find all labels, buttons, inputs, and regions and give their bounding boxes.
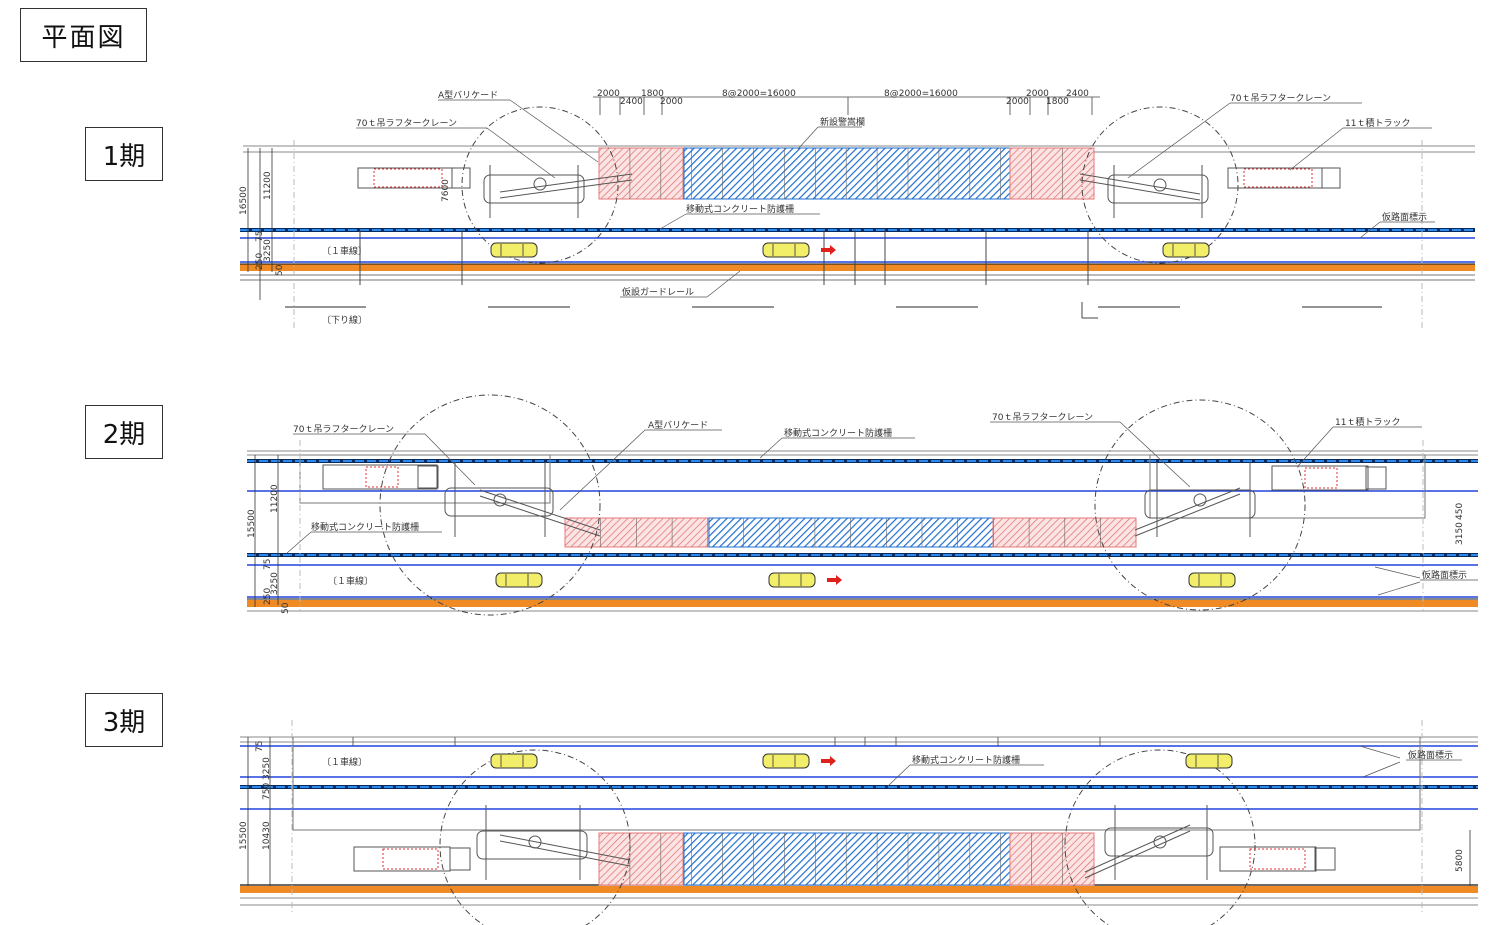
crane-right bbox=[1064, 749, 1256, 925]
phase-3-label: 3期 bbox=[85, 693, 163, 747]
dim-top-right-2: 2000 bbox=[1006, 97, 1029, 107]
new-fence-panels bbox=[683, 147, 1011, 200]
dim-offset-b: 250 bbox=[263, 588, 273, 605]
dim-offset-c: 50 bbox=[275, 264, 285, 276]
dim-inner-height: 11200 bbox=[263, 171, 273, 200]
crane-left bbox=[439, 749, 631, 925]
dim-offset-c: 50 bbox=[281, 602, 291, 614]
crane-right bbox=[1079, 106, 1239, 264]
removed-panels-right bbox=[1009, 832, 1095, 886]
label-road-marking: 仮路面標示 bbox=[1408, 749, 1453, 761]
dim-offset-a: 75 bbox=[263, 559, 273, 570]
dim-lane-width: 3250 bbox=[262, 757, 272, 780]
removed-panels-left bbox=[598, 147, 684, 200]
dim-top-right-3: 1800 bbox=[1046, 97, 1069, 107]
phase-2-plan: 15500 11200 3250 75 250 50 450 3150 bbox=[247, 394, 1478, 616]
car-icon bbox=[1185, 753, 1233, 769]
label-guardrail: 仮設ガードレール bbox=[622, 286, 694, 298]
direction-arrow-icon bbox=[821, 245, 836, 255]
phase-1-plan: 16500 11200 3250 75 250 50 7600 bbox=[239, 89, 1475, 328]
label-crane-left: 70ｔ吊ラフタークレーン bbox=[293, 424, 394, 435]
dim-lane-width: 3250 bbox=[270, 572, 280, 595]
guardrail-band bbox=[240, 264, 1475, 271]
phase-2-label: 2期 bbox=[85, 405, 163, 459]
label-lane: 〔１車線〕 bbox=[322, 245, 367, 257]
car-icon bbox=[768, 572, 816, 588]
new-fence-panels bbox=[708, 517, 994, 548]
label-crane-left: 70ｔ吊ラフタークレーン bbox=[356, 118, 457, 129]
dim-top-left-2: 2400 bbox=[620, 97, 643, 107]
label-barricade: A型バリケード bbox=[648, 420, 708, 431]
dim-top-left-4: 2000 bbox=[660, 97, 683, 107]
removed-panels-left bbox=[598, 832, 684, 886]
dim-lane-width: 3250 bbox=[263, 239, 273, 262]
label-lane: 〔１車線〕 bbox=[328, 575, 373, 587]
truck-left bbox=[353, 846, 471, 872]
dim-offset-a: 75 bbox=[255, 231, 265, 242]
dim-inner-height: 10430 bbox=[262, 821, 272, 850]
car-icon bbox=[762, 753, 810, 769]
label-barrier-top: 移動式コンクリート防護柵 bbox=[784, 427, 892, 439]
truck-right bbox=[1271, 465, 1387, 491]
dim-total-height: 15500 bbox=[247, 509, 257, 538]
dim-top-left-3: 1800 bbox=[641, 89, 664, 99]
label-truck: 11ｔ積トラック bbox=[1335, 416, 1400, 428]
car-icon bbox=[762, 242, 810, 258]
dim-crane-width: 7600 bbox=[441, 179, 451, 202]
label-barrier: 移動式コンクリート防護柵 bbox=[686, 203, 794, 215]
car-icon bbox=[490, 242, 538, 258]
label-road-marking: 仮路面標示 bbox=[1422, 569, 1467, 581]
guardrail-band bbox=[240, 886, 1478, 893]
label-crane-right: 70ｔ吊ラフタークレーン bbox=[1230, 93, 1331, 104]
car-icon bbox=[1162, 242, 1210, 258]
dim-right-b: 3150 bbox=[1455, 522, 1465, 545]
dim-total-height: 16500 bbox=[239, 186, 249, 215]
truck-left bbox=[357, 167, 471, 189]
crane-right bbox=[1094, 399, 1306, 611]
removed-panels-right bbox=[1009, 147, 1095, 200]
page-title: 平面図 bbox=[20, 8, 147, 62]
removed-panels-left bbox=[564, 517, 710, 548]
dim-span-left: 8@2000=16000 bbox=[722, 89, 796, 99]
dim-right-a: 450 bbox=[1455, 503, 1465, 520]
direction-arrow-icon bbox=[821, 756, 836, 766]
label-down-line: 〔下り線〕 bbox=[322, 314, 367, 326]
label-barricade: A型バリケード bbox=[438, 90, 498, 101]
guardrail-band bbox=[247, 600, 1478, 607]
phase-3-plan: 15500 10430 3250 750 75 5800 bbox=[239, 720, 1478, 925]
dim-top-left-1: 2000 bbox=[597, 89, 620, 99]
truck-right bbox=[1227, 167, 1341, 189]
dim-offset-b: 250 bbox=[255, 253, 265, 270]
crane-left bbox=[461, 106, 633, 264]
dim-offset-b: 75 bbox=[255, 741, 265, 752]
label-new-fence: 新設警嵩欄 bbox=[820, 116, 865, 128]
dim-total-height: 15500 bbox=[239, 821, 249, 850]
car-icon bbox=[495, 572, 543, 588]
truck-left bbox=[322, 464, 439, 490]
car-icon bbox=[1188, 572, 1236, 588]
dim-span-right: 8@2000=16000 bbox=[884, 89, 958, 99]
dim-right-height: 5800 bbox=[1455, 849, 1465, 872]
direction-arrow-icon bbox=[827, 575, 842, 585]
car-icon bbox=[490, 753, 538, 769]
dim-offset-a: 750 bbox=[262, 783, 272, 800]
label-road-marking: 仮路面標示 bbox=[1382, 211, 1427, 223]
dim-top-right-1: 2000 bbox=[1026, 89, 1049, 99]
label-truck: 11ｔ積トラック bbox=[1345, 117, 1410, 129]
phase-1-label: 1期 bbox=[85, 127, 163, 181]
label-barrier-left: 移動式コンクリート防護柵 bbox=[311, 521, 419, 533]
label-crane-right: 70ｔ吊ラフタークレーン bbox=[992, 412, 1093, 423]
crane-left bbox=[379, 394, 601, 616]
label-barrier: 移動式コンクリート防護柵 bbox=[912, 754, 1020, 766]
truck-right bbox=[1219, 846, 1336, 872]
dim-inner-height: 11200 bbox=[270, 484, 280, 513]
new-fence-panels bbox=[683, 832, 1011, 886]
dim-top-right-4: 2400 bbox=[1066, 89, 1089, 99]
label-lane: 〔１車線〕 bbox=[322, 756, 367, 768]
